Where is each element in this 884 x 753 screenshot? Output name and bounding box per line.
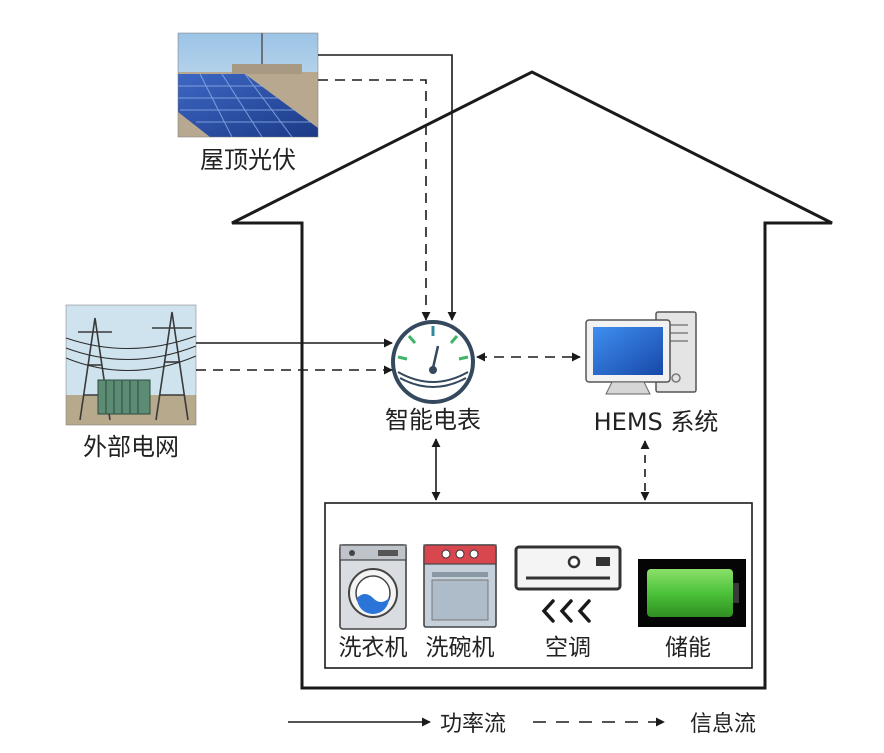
dishwasher-label: 洗碗机 [426, 635, 495, 661]
washer-label: 洗衣机 [339, 635, 408, 661]
pv-power-line [318, 54, 457, 321]
external-grid-image [65, 304, 197, 426]
external-grid-label: 外部电网 [83, 433, 179, 461]
storage-label: 储能 [665, 635, 711, 661]
legend-power-label: 功率流 [440, 712, 506, 737]
rooftop-pv-label: 屋顶光伏 [200, 146, 296, 174]
air-conditioner-icon [514, 545, 622, 623]
house-outline [231, 70, 833, 690]
smart-meter-label: 智能电表 [385, 406, 481, 434]
legend-info-label: 信息流 [690, 712, 756, 737]
smart-meter-icon [391, 320, 475, 404]
hems-computer-icon [585, 311, 697, 395]
rooftop-pv-image [177, 32, 319, 138]
dishwasher-icon [423, 544, 497, 628]
legend: 功率流 信息流 [288, 712, 756, 737]
battery-storage-icon [638, 559, 746, 627]
hems-label: HEMS 系统 [594, 408, 719, 436]
washing-machine-icon [339, 544, 407, 630]
pv-info-line [318, 79, 431, 321]
appliance-box [324, 502, 753, 669]
ac-label: 空调 [545, 635, 591, 661]
